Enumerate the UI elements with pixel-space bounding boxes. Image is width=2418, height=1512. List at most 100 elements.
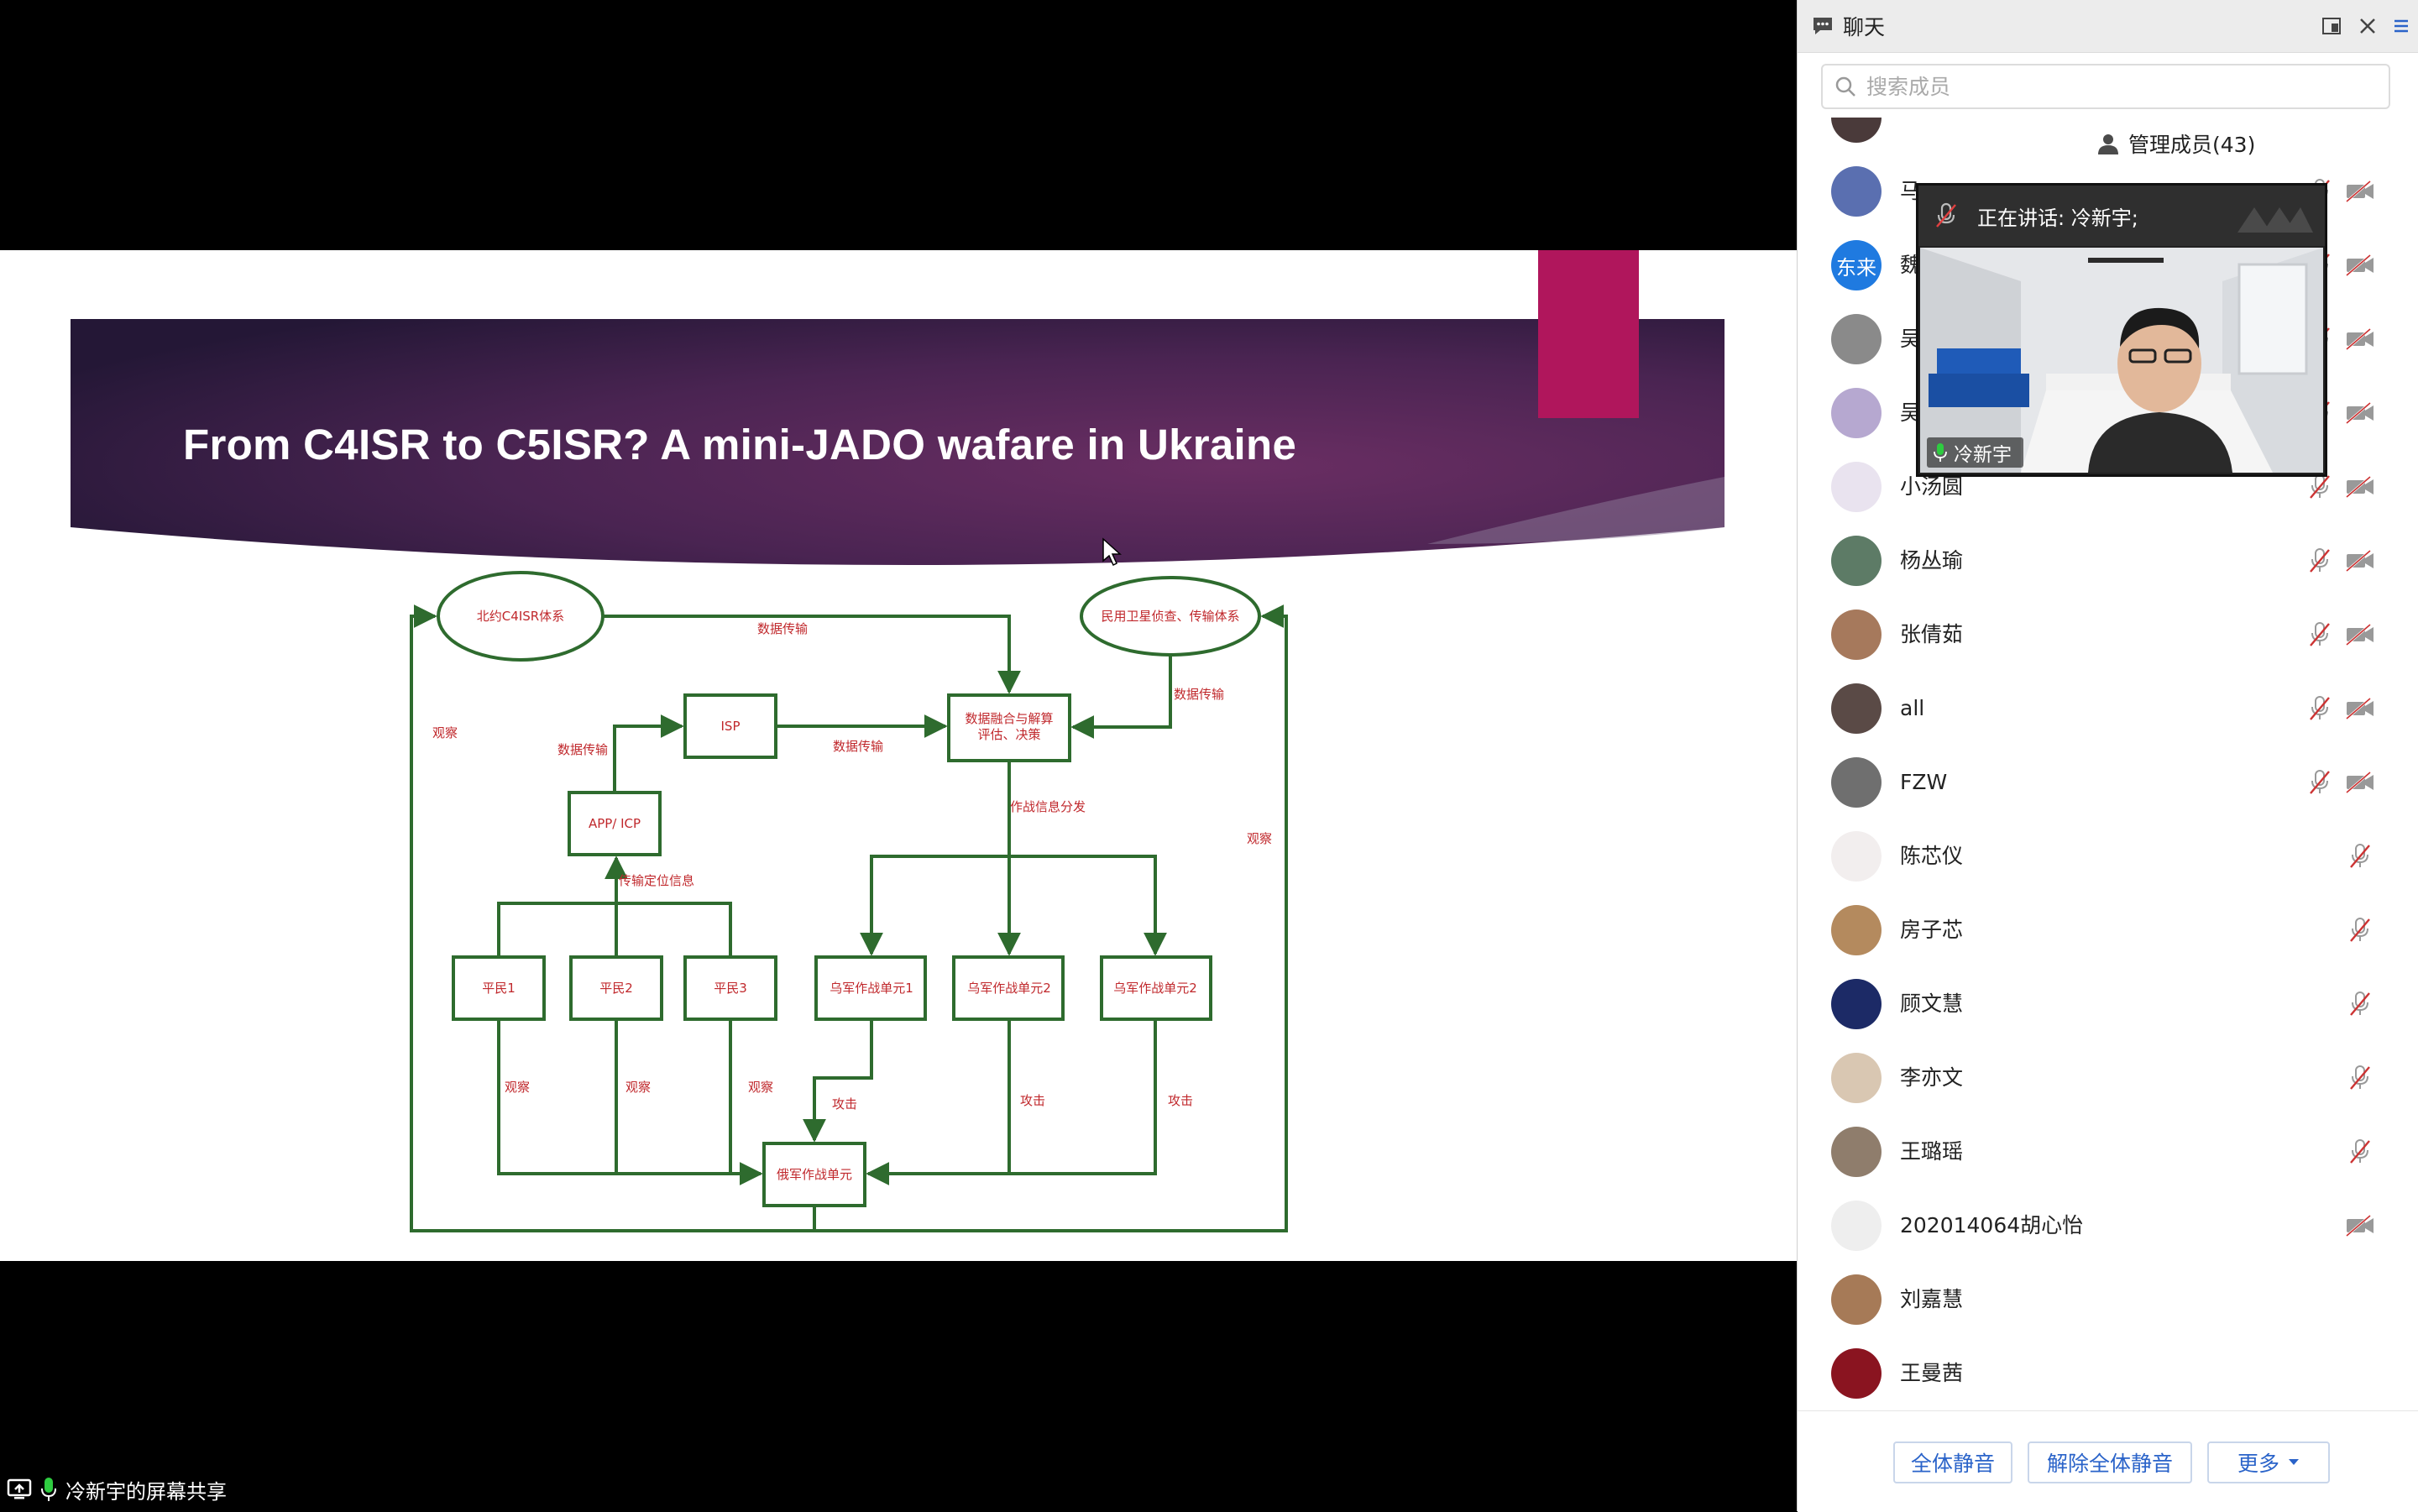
- member-name: 小汤圆: [1900, 474, 1964, 499]
- person-icon: [2098, 134, 2118, 154]
- edge-label-civ-app: 传输定位信息: [619, 873, 694, 888]
- avatar: [1831, 1348, 1882, 1399]
- edge-label-attack-ua3: 攻击: [1168, 1093, 1193, 1108]
- member-row[interactable]: 房子芯: [1798, 893, 2418, 967]
- tab-chat[interactable]: 聊天: [1811, 0, 1885, 52]
- share-bar-label: 冷新宇的屏幕共享: [65, 1479, 227, 1504]
- camera-off-icon[interactable]: [2345, 1214, 2375, 1237]
- camera-off-icon[interactable]: [2345, 180, 2375, 203]
- label-civ1: 平民1: [482, 981, 516, 996]
- member-row[interactable]: 王璐瑶: [1798, 1115, 2418, 1189]
- presentation-slide: 北约C4ISR体系 民用卫星侦查、传输体系 ISP 数据融合与解算 评估、决策 …: [0, 250, 1797, 1261]
- camera-off-icon[interactable]: [2345, 401, 2375, 425]
- member-row[interactable]: 刘嘉慧: [1798, 1263, 2418, 1337]
- member-row[interactable]: 李亦文: [1798, 1041, 2418, 1115]
- screen-share-icon: [7, 1478, 32, 1499]
- mic-muted-icon[interactable]: [2348, 843, 2372, 870]
- tab-members-label: 管理成员(43): [2128, 133, 2256, 157]
- camera-off-icon[interactable]: [2345, 771, 2375, 794]
- tab-chat-label: 聊天: [1843, 15, 1886, 39]
- label-civil-sat: 民用卫星侦查、传输体系: [1101, 609, 1239, 624]
- member-row-partial[interactable]: [1798, 118, 2418, 154]
- active-speaker-window[interactable]: 正在讲话: 冷新宇; 冷新宇: [1916, 183, 2327, 477]
- label-ru: 俄军作战单元: [777, 1167, 852, 1182]
- mic-muted-icon[interactable]: [2308, 769, 2332, 796]
- edge-label-observe-left: 观察: [432, 725, 458, 740]
- mic-muted-icon[interactable]: [2308, 473, 2332, 500]
- speaker-video-frame: [1920, 248, 2323, 473]
- mic-muted-icon[interactable]: [2308, 695, 2332, 722]
- member-name: 陈芯仪: [1900, 844, 1964, 868]
- camera-off-icon[interactable]: [2345, 549, 2375, 573]
- member-name: 202014064胡心怡: [1900, 1213, 2084, 1237]
- label-fusion-2: 评估、决策: [977, 727, 1040, 742]
- member-row[interactable]: 小汤圆: [1798, 450, 2418, 524]
- avatar: [1831, 1274, 1882, 1325]
- slide-canvas: [71, 250, 1725, 1232]
- avatar: [1831, 831, 1882, 882]
- avatar: [1831, 979, 1882, 1029]
- mic-muted-icon[interactable]: [2308, 547, 2332, 574]
- panel-tabs: 聊天 管理成员(43): [1798, 0, 2418, 170]
- mic-muted-icon[interactable]: [2348, 917, 2372, 944]
- edge-label-observe-civ2: 观察: [625, 1080, 651, 1095]
- popout-icon[interactable]: [2321, 16, 2343, 36]
- avatar: [1831, 1127, 1882, 1177]
- member-row[interactable]: 杨丛瑜: [1798, 524, 2418, 598]
- edge-ua3-ru: [1009, 1019, 1157, 1175]
- label-ua3: 乌军作战单元2: [1113, 981, 1197, 996]
- slide-title: From C4ISR to C5ISR? A mini-JADO wafare …: [183, 421, 1297, 468]
- edge-observe-loop: [410, 604, 816, 1232]
- camera-off-icon[interactable]: [2345, 327, 2375, 351]
- camera-off-icon[interactable]: [2345, 475, 2375, 499]
- member-row[interactable]: 张倩茹: [1798, 598, 2418, 672]
- more-button[interactable]: 更多: [2207, 1441, 2330, 1483]
- c4isr-flow-diagram: [410, 571, 1288, 1232]
- label-isp: ISP: [721, 719, 741, 734]
- member-row[interactable]: 王曼茜: [1798, 1337, 2418, 1410]
- member-name: all: [1900, 696, 1925, 720]
- search-input[interactable]: [1865, 73, 2372, 100]
- node-ua1: [814, 955, 927, 1021]
- close-icon[interactable]: [2358, 17, 2377, 35]
- member-row[interactable]: 顾文慧: [1798, 967, 2418, 1041]
- member-name: FZW: [1900, 770, 1948, 794]
- edge-observe-loop-right: [814, 604, 1288, 1232]
- member-row[interactable]: FZW: [1798, 746, 2418, 819]
- speaker-name-tag: 冷新宇: [1927, 437, 2023, 468]
- tab-members[interactable]: 管理成员(43): [2083, 118, 2357, 170]
- edge-app-isp: [613, 714, 684, 793]
- edge-distribute-left: [860, 855, 1009, 956]
- edge-label-attack-ua1: 攻击: [832, 1096, 857, 1112]
- camera-off-icon[interactable]: [2345, 697, 2375, 720]
- mic-muted-icon[interactable]: [2348, 1138, 2372, 1165]
- edge-label-observe-right: 观察: [1247, 831, 1272, 846]
- member-row[interactable]: 陈芯仪: [1798, 819, 2418, 893]
- avatar: [1831, 683, 1882, 734]
- mic-muted-icon: [1936, 202, 1956, 228]
- avatar: [1831, 757, 1882, 808]
- edge-label-nato-fusion: 数据传输: [757, 621, 808, 636]
- avatar: [1831, 462, 1882, 512]
- menu-icon[interactable]: [2392, 17, 2410, 35]
- avatar: [1831, 536, 1882, 586]
- unmute-all-button[interactable]: 解除全体静音: [2028, 1441, 2192, 1483]
- node-fusion: [947, 693, 1071, 762]
- member-row[interactable]: all: [1798, 672, 2418, 746]
- mic-muted-icon[interactable]: [2308, 621, 2332, 648]
- edge-label-sat-fusion: 数据传输: [1174, 687, 1224, 702]
- member-search[interactable]: [1821, 64, 2390, 109]
- label-app-icp: APP/ ICP: [589, 816, 641, 831]
- more-button-label: 更多: [2237, 1452, 2279, 1476]
- member-row[interactable]: 马: [1798, 154, 2418, 228]
- member-row[interactable]: 202014064胡心怡: [1798, 1189, 2418, 1263]
- avatar: 东来: [1831, 240, 1882, 290]
- speaker-header: 正在讲话: 冷新宇;: [1918, 186, 2325, 246]
- member-name: 顾文慧: [1900, 991, 1964, 1016]
- screen-share-indicator[interactable]: 冷新宇的屏幕共享: [7, 1474, 227, 1504]
- camera-off-icon[interactable]: [2345, 623, 2375, 646]
- camera-off-icon[interactable]: [2345, 254, 2375, 277]
- mute-all-button[interactable]: 全体静音: [1893, 1441, 2012, 1483]
- mic-muted-icon[interactable]: [2348, 991, 2372, 1018]
- mic-muted-icon[interactable]: [2348, 1065, 2372, 1091]
